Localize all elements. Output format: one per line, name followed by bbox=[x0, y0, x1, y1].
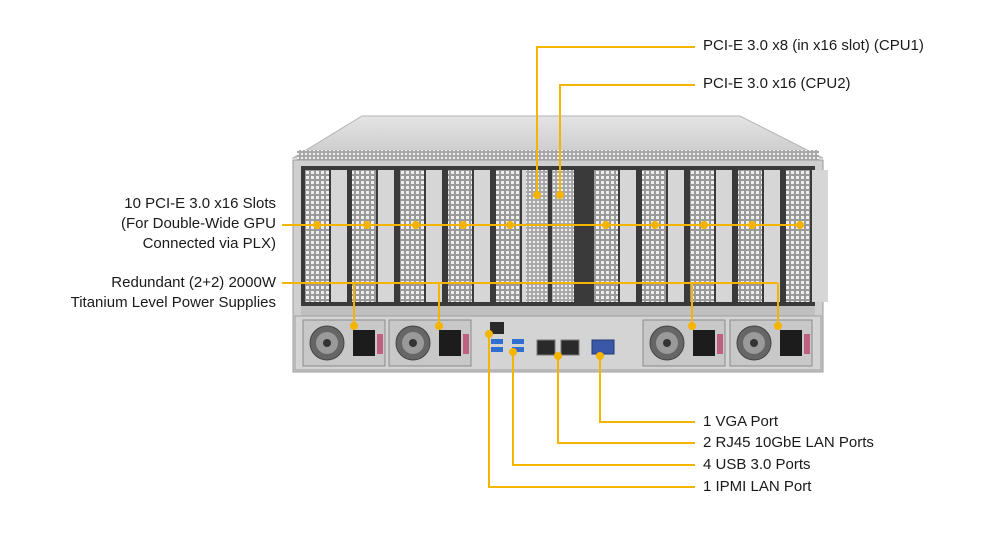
gpu-slot-bracket bbox=[668, 170, 684, 302]
power-socket-icon bbox=[780, 330, 802, 356]
line-rj45 bbox=[557, 356, 695, 444]
callout-dot bbox=[748, 221, 756, 229]
gpu-slot-bracket bbox=[474, 170, 490, 302]
gpu-slot bbox=[738, 170, 762, 302]
line-vga bbox=[599, 356, 695, 423]
callout-usb: 4 USB 3.0 Ports bbox=[703, 456, 811, 473]
callout-ipmi: 1 IPMI LAN Port bbox=[703, 478, 812, 495]
gpu-slots bbox=[305, 170, 828, 302]
gpu-slot bbox=[496, 170, 520, 302]
callout-rj45: 2 RJ45 10GbE LAN Ports bbox=[703, 434, 874, 451]
gpu-slot bbox=[305, 170, 329, 302]
pcie-cpu-slot bbox=[526, 170, 548, 302]
callout-dot bbox=[506, 221, 514, 229]
gpu-slot bbox=[786, 170, 810, 302]
usb-port-icon bbox=[491, 339, 503, 344]
gpu-slot-bracket bbox=[620, 170, 636, 302]
line-usb bbox=[512, 352, 695, 466]
gpu-slot-bracket bbox=[378, 170, 394, 302]
io-ports bbox=[490, 322, 615, 356]
callout-dot bbox=[363, 221, 371, 229]
gpu-slot-bracket bbox=[764, 170, 780, 302]
callout-dot bbox=[412, 221, 420, 229]
callout-dot bbox=[435, 322, 443, 330]
gpu-slot-bracket bbox=[812, 170, 828, 302]
psu-1 bbox=[302, 319, 386, 367]
power-socket-icon bbox=[353, 330, 375, 356]
rj45-port-icon bbox=[536, 339, 556, 356]
usb-port-icon bbox=[491, 347, 503, 352]
callout-dots bbox=[313, 191, 804, 360]
psu-2 bbox=[388, 319, 472, 367]
callout-vga: 1 VGA Port bbox=[703, 413, 779, 430]
ipmi-port-icon bbox=[490, 322, 504, 334]
callout-dot bbox=[459, 221, 467, 229]
callout-pcie-x16: PCI-E 3.0 x16 (CPU2) bbox=[703, 75, 851, 92]
usb-port-icon bbox=[512, 339, 524, 344]
pcie-cpu-slot bbox=[552, 170, 574, 302]
mid-strip bbox=[301, 306, 815, 316]
gpu-slot-bracket bbox=[426, 170, 442, 302]
callout-dot bbox=[533, 191, 541, 199]
line-pcie-x8 bbox=[536, 46, 695, 195]
callout-pcie-x8: PCI-E 3.0 x8 (in x16 slot) (CPU1) bbox=[703, 37, 924, 54]
callout-dot bbox=[688, 322, 696, 330]
gpu-slot-bracket bbox=[331, 170, 347, 302]
vga-port-icon bbox=[591, 339, 615, 355]
gpu-slot-bracket bbox=[716, 170, 732, 302]
callout-dot bbox=[554, 352, 562, 360]
callout-dot bbox=[485, 330, 493, 338]
callout-gpu-slots: 10 PCI-E 3.0 x16 Slots (For Double-Wide … bbox=[120, 195, 276, 252]
gpu-slot bbox=[352, 170, 376, 302]
callout-dot bbox=[556, 191, 564, 199]
callout-dot bbox=[509, 348, 517, 356]
callout-power-supplies: Redundant (2+2) 2000W Titanium Level Pow… bbox=[70, 274, 276, 311]
power-socket-icon bbox=[439, 330, 461, 356]
callout-dot bbox=[313, 221, 321, 229]
power-socket-icon bbox=[693, 330, 715, 356]
gpu-slot bbox=[642, 170, 666, 302]
gpu-slot bbox=[594, 170, 618, 302]
gpu-slot bbox=[400, 170, 424, 302]
chassis-top-vent bbox=[297, 150, 819, 162]
line-ipmi bbox=[488, 334, 695, 488]
gpu-slot bbox=[690, 170, 714, 302]
callout-dot bbox=[350, 322, 358, 330]
callout-dot bbox=[602, 221, 610, 229]
psu-4 bbox=[729, 319, 813, 367]
psu-3 bbox=[642, 319, 726, 367]
callout-dot bbox=[774, 322, 782, 330]
usb-port-icon bbox=[512, 347, 524, 352]
callout-dot bbox=[700, 221, 708, 229]
callout-dot bbox=[651, 221, 659, 229]
callout-dot bbox=[796, 221, 804, 229]
chassis-top bbox=[291, 115, 824, 159]
callout-dot bbox=[596, 352, 604, 360]
rj45-port-icon bbox=[560, 339, 580, 356]
line-pcie-x16 bbox=[559, 84, 695, 195]
gpu-slot bbox=[448, 170, 472, 302]
callout-lines bbox=[282, 46, 800, 488]
